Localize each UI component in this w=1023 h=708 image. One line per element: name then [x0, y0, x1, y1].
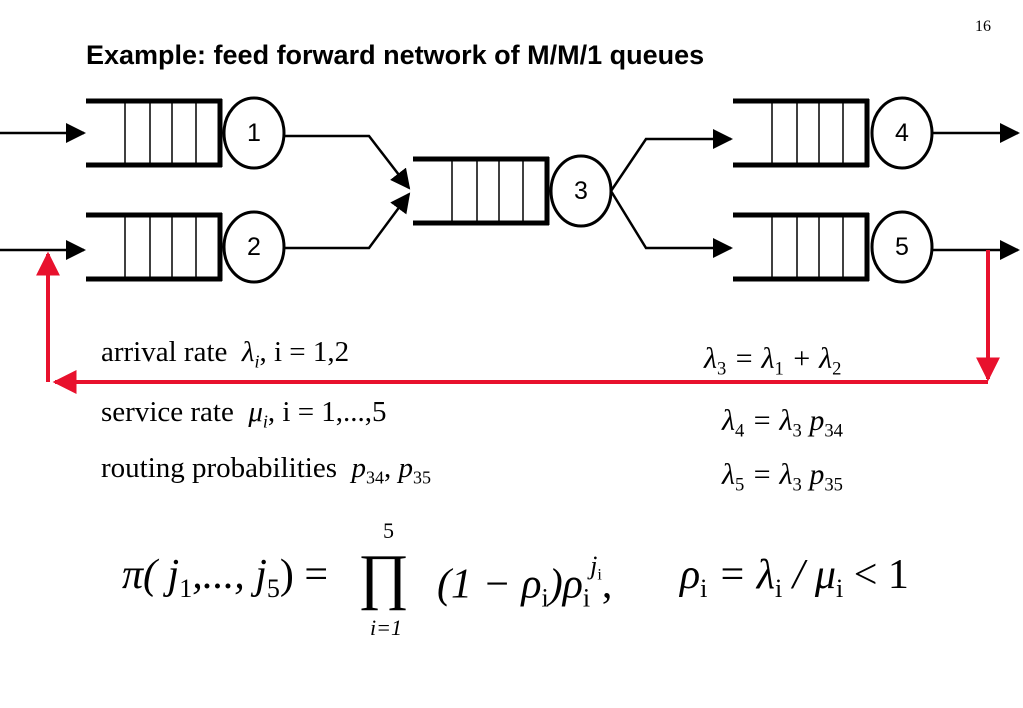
lambda5-equation: λ5 = λ3 p35: [722, 458, 843, 496]
lambda3-equation: λ3 = λ1 + λ2: [704, 342, 842, 380]
stability-condition: ρi = λi / μi < 1: [680, 552, 909, 604]
server-2: 2: [222, 210, 286, 284]
edge-3-to-4: [609, 129, 733, 192]
feedback-loop: [36, 250, 1000, 394]
mu-subscript: i: [262, 411, 268, 432]
service-rate-label: service rate: [101, 396, 234, 428]
routing-probabilities-definition: routing probabilities p34, p35: [101, 452, 431, 488]
product-lower-limit: i=1: [370, 615, 402, 640]
server-3-label: 3: [574, 177, 588, 205]
lambda-subscript: i: [254, 351, 260, 372]
arrival-rate-definition: arrival rate λi, i = 1,2: [101, 336, 349, 372]
mu-symbol: μ: [248, 396, 263, 428]
edge-2-to-3: [284, 192, 411, 250]
edge-3-to-5: [609, 190, 733, 258]
server-2-label: 2: [247, 233, 261, 261]
server-4: 4: [870, 96, 934, 170]
server-1: 1: [222, 96, 286, 170]
product-upper-limit: 5: [383, 518, 394, 543]
routing-probabilities-label: routing probabilities: [101, 452, 337, 484]
product-symbol: ∏: [358, 543, 410, 611]
product-term: (1 − ρi)ρiji,: [437, 551, 613, 613]
p35-subscript: 35: [412, 467, 431, 488]
arrival-rate-label: arrival rate: [101, 336, 228, 368]
queue-5-buffer: [733, 212, 870, 282]
page-number: 16: [975, 18, 991, 35]
p34-subscript: 34: [366, 467, 384, 488]
lambda-symbol: λ: [241, 336, 255, 368]
p34-symbol: p: [351, 452, 367, 484]
arrival-rate-range: , i = 1,2: [259, 336, 350, 368]
server-3: 3: [549, 154, 613, 228]
service-rate-range: , i = 1,...,5: [267, 396, 387, 428]
server-1-label: 1: [247, 119, 261, 147]
edge-1-to-3: [284, 134, 411, 190]
server-5: 5: [870, 210, 934, 284]
queue-4-buffer: [733, 98, 870, 168]
service-rate-definition: service rate μi, i = 1,...,5: [101, 396, 387, 432]
queue-2-buffer: [86, 212, 223, 282]
routing-separator: ,: [383, 452, 399, 484]
lambda4-equation: λ4 = λ3 p34: [722, 404, 843, 442]
server-5-label: 5: [895, 233, 909, 261]
server-4-label: 4: [895, 119, 909, 147]
queue-1-buffer: [86, 98, 223, 168]
slide-title: Example: feed forward network of M/M/1 q…: [86, 40, 705, 70]
queue-3-buffer: [413, 156, 550, 226]
p35-symbol: p: [398, 452, 413, 484]
product-form-lhs: π( j1,..., j5) =: [122, 552, 329, 604]
